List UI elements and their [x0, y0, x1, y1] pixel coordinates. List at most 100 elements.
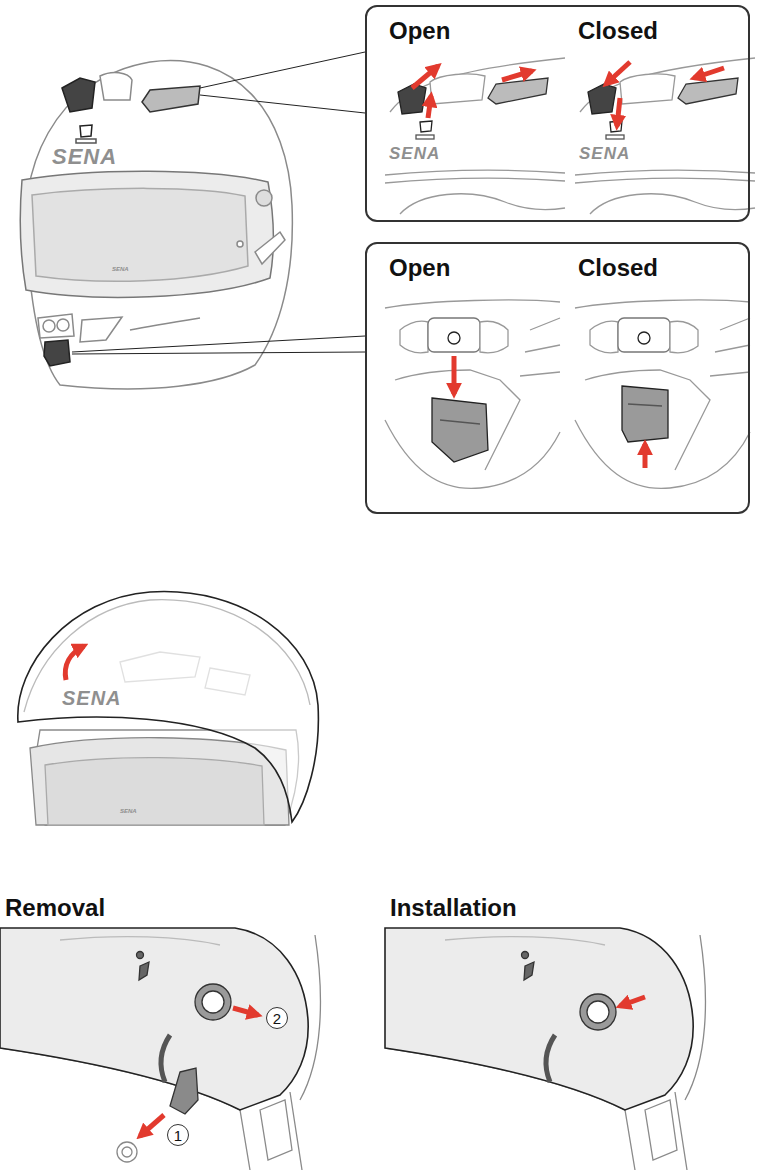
direction-arrow — [140, 1115, 164, 1136]
leader-line — [72, 52, 365, 354]
pivot-and-lever — [122, 1147, 132, 1157]
direction-arrow — [502, 71, 532, 80]
shell-detail — [139, 962, 149, 980]
shell-detail — [60, 937, 220, 945]
helmet-illustration — [18, 592, 319, 822]
vent-detail — [416, 135, 434, 139]
brand-logo: SENA — [52, 146, 117, 168]
helmet-illustration — [130, 318, 200, 330]
chin-vent-detail — [480, 321, 508, 352]
vent-detail — [400, 194, 565, 214]
leader-line — [200, 52, 365, 88]
direction-arrow — [452, 356, 457, 394]
direction-arrow — [606, 62, 630, 84]
vent-flap — [440, 420, 480, 424]
chin-vent-detail — [575, 300, 750, 488]
brand-logo: SENA — [579, 145, 630, 162]
vent-flap — [448, 332, 460, 344]
direction-arrow — [617, 98, 620, 126]
pivot-and-lever — [117, 1142, 137, 1162]
vent-detail — [430, 74, 485, 104]
helmet-illustration — [18, 592, 319, 825]
pivot-and-lever — [580, 994, 616, 1030]
chin-vent-detail — [428, 318, 480, 352]
helmet-illustration — [45, 758, 264, 825]
vent-detail — [575, 58, 755, 214]
pivot-and-lever — [195, 984, 231, 1020]
vent-detail — [420, 121, 432, 132]
callout-number: 2 — [266, 1007, 288, 1029]
direction-arrow — [65, 646, 84, 680]
direction-arrow — [454, 356, 645, 468]
vent-flap — [432, 332, 668, 462]
callout-number-text: 2 — [273, 1011, 281, 1026]
brand-logo: SENA — [112, 266, 129, 272]
chin-vent-detail — [385, 300, 560, 308]
shell-detail — [0, 928, 308, 1110]
chin-vent-detail — [395, 370, 520, 470]
shell-detail — [385, 928, 705, 1170]
section-heading: Installation — [390, 896, 517, 920]
vent-detail — [488, 78, 548, 104]
chin-vent-detail — [520, 318, 560, 376]
direction-arrow — [643, 444, 648, 468]
brand-logo: SENA — [389, 145, 440, 162]
direction-arrow — [694, 68, 724, 78]
shell-detail — [161, 1035, 170, 1082]
direction-arrow — [140, 997, 645, 1136]
leader-line — [72, 352, 365, 354]
vent-detail — [385, 170, 565, 175]
vent-detail — [385, 178, 565, 183]
leader-line — [200, 95, 365, 113]
helmet-illustration — [80, 125, 92, 137]
helmet-illustration — [44, 340, 70, 366]
vent-flap — [622, 386, 668, 442]
chin-vent-detail — [400, 321, 428, 352]
vent-flap — [432, 398, 488, 462]
direction-arrow — [65, 646, 84, 680]
direction-arrow — [412, 62, 724, 126]
helmet-illustration — [30, 738, 289, 825]
pivot-and-lever — [202, 991, 224, 1013]
direction-arrow — [233, 1008, 258, 1015]
helmet-illustration — [20, 171, 273, 297]
direction-arrow — [428, 96, 431, 118]
vent-detail — [398, 84, 426, 114]
helmet-illustration — [80, 317, 122, 342]
helmet-illustration — [237, 241, 243, 247]
shell-detail — [0, 928, 320, 1170]
pivot-and-lever — [170, 1068, 198, 1114]
helmet-illustration — [24, 600, 310, 712]
direction-arrow — [620, 997, 645, 1006]
state-heading: Closed — [578, 19, 658, 43]
helmet-illustration — [142, 86, 200, 112]
inset-panel: Open Closed — [365, 5, 750, 222]
direction-arrow — [412, 66, 438, 88]
helmet-illustration — [256, 190, 272, 206]
state-heading: Open — [389, 19, 450, 43]
helmet-illustration — [255, 232, 285, 264]
helmet-illustration — [76, 139, 96, 143]
section-heading: Removal — [5, 896, 105, 920]
vent-flap — [638, 332, 650, 344]
shell-detail — [260, 1100, 292, 1160]
callout-number: 1 — [167, 1124, 189, 1146]
helmet-illustration — [38, 314, 74, 338]
shell-detail — [137, 952, 144, 959]
brand-logo: SENA — [62, 688, 122, 708]
helmet-illustration — [20, 61, 292, 389]
inset-panel: Open Closed — [365, 242, 750, 514]
chin-vent-detail — [385, 300, 560, 488]
state-heading: Open — [389, 256, 450, 280]
helmet-illustration — [62, 78, 95, 112]
helmet-illustration — [43, 320, 55, 332]
pivot-and-lever — [587, 1001, 609, 1023]
helmet-illustration — [57, 319, 69, 331]
pivot-and-lever — [117, 984, 616, 1162]
vent-detail — [385, 58, 565, 214]
state-heading: Closed — [578, 256, 658, 280]
leader-line — [72, 336, 365, 352]
